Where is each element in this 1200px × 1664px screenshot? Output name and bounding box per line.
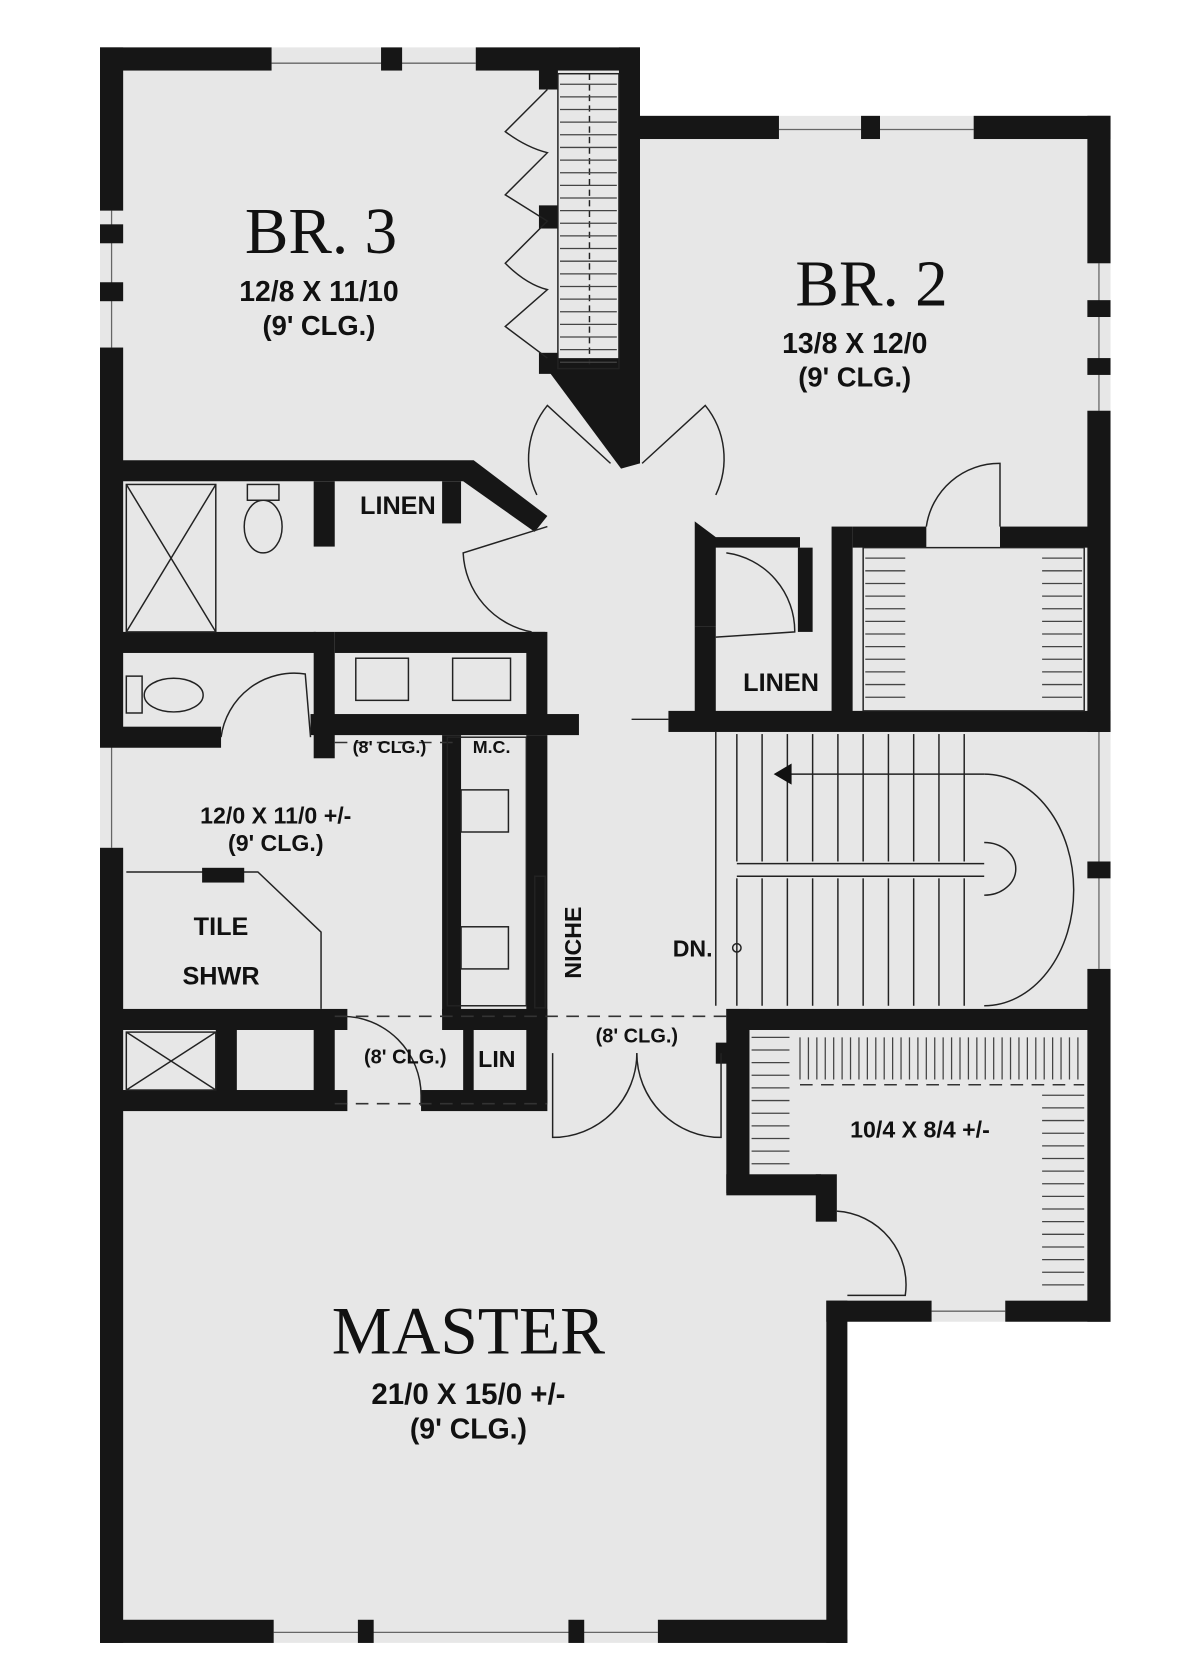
mc-ceiling-label: (8' CLG.) (353, 737, 427, 757)
floor-area (100, 47, 1111, 1643)
stair-direction-arrow-icon (773, 763, 792, 785)
tile-label: TILE (194, 913, 249, 941)
hall-ceiling-label-left: (8' CLG.) (364, 1047, 447, 1069)
linen-closet-label: LINEN (360, 492, 436, 520)
master-bath-ceiling: (9' CLG.) (228, 830, 324, 856)
niche-label: NICHE (560, 907, 586, 979)
hall-ceiling-label-right: (8' CLG.) (596, 1026, 679, 1048)
linen-closet-label-2: LINEN (743, 669, 819, 697)
br3-ceiling: (9' CLG.) (263, 310, 376, 341)
master-size: 21/0 X 15/0 +/- (371, 1378, 565, 1411)
mc-label: M.C. (473, 737, 511, 757)
br3-name: BR. 3 (245, 196, 397, 268)
staircase (631, 718, 1075, 1007)
br2-size: 13/8 X 12/0 (782, 328, 927, 360)
walk-in-closet-size: 10/4 X 8/4 +/- (850, 1116, 990, 1142)
shower-label: SHWR (182, 963, 259, 991)
master-bath-size: 12/0 X 11/0 +/- (200, 803, 351, 829)
doors (220, 404, 1001, 1297)
br3-closet (504, 72, 620, 370)
stairs-down-label: DN. (673, 935, 713, 961)
master-name: MASTER (332, 1293, 605, 1368)
br3-size: 12/8 X 11/10 (239, 276, 399, 308)
interior-walls (100, 68, 1111, 1222)
br2-ceiling: (9' CLG.) (798, 362, 911, 393)
lin-label: LIN (478, 1046, 515, 1072)
bathroom-fixtures (125, 483, 546, 1091)
master-ceiling: (9' CLG.) (410, 1414, 527, 1446)
br2-name: BR. 2 (795, 248, 947, 320)
br2-closet (862, 546, 1085, 712)
walk-in-closet-shelves (751, 1036, 1085, 1286)
